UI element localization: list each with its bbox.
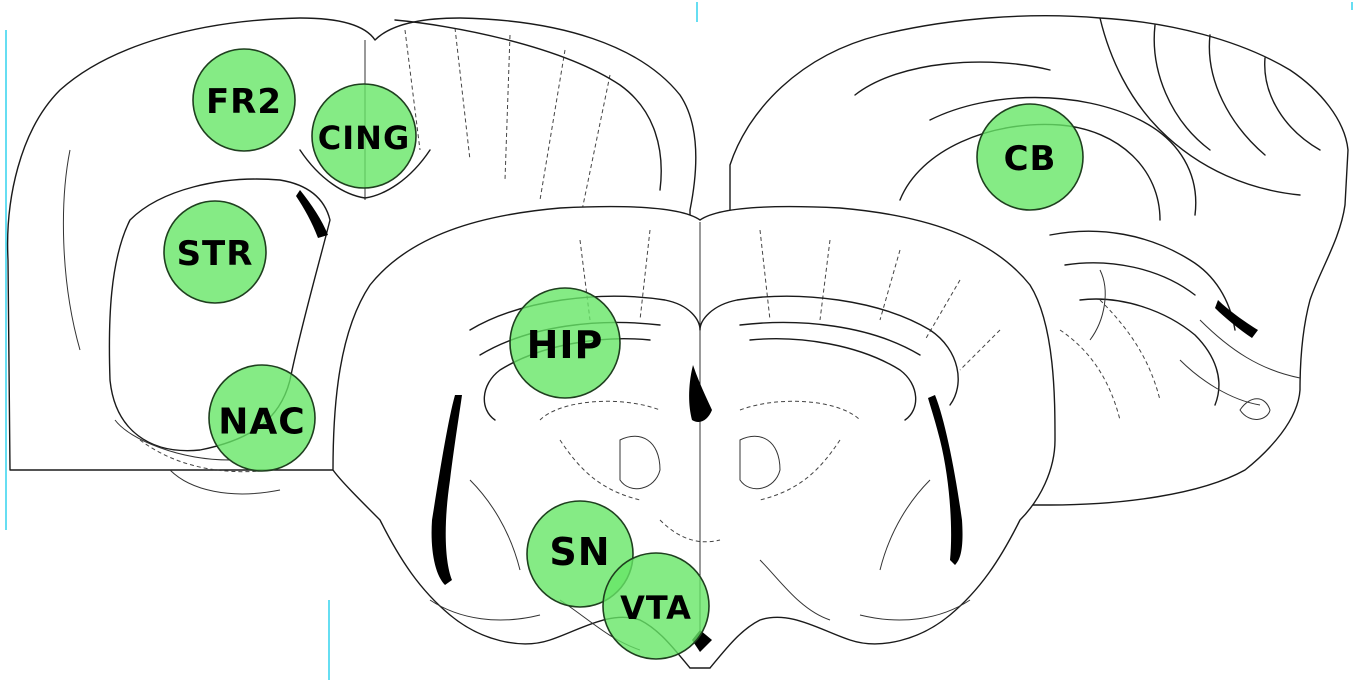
- region-label-cb: CB: [1004, 139, 1057, 179]
- region-label-vta: VTA: [620, 589, 692, 627]
- region-marker-str: STR: [164, 201, 266, 303]
- region-label-fr2: FR2: [206, 82, 282, 122]
- region-marker-hip: HIP: [510, 288, 620, 398]
- region-marker-fr2: FR2: [193, 49, 295, 151]
- region-label-str: STR: [177, 234, 254, 274]
- region-marker-cing: CING: [312, 84, 416, 188]
- region-label-hip: HIP: [527, 323, 604, 367]
- region-label-sn: SN: [549, 530, 610, 574]
- region-label-nac: NAC: [218, 402, 305, 443]
- region-marker-vta: VTA: [603, 553, 709, 659]
- region-marker-cb: CB: [977, 104, 1083, 210]
- region-label-cing: CING: [318, 119, 410, 157]
- region-marker-nac: NAC: [209, 365, 315, 471]
